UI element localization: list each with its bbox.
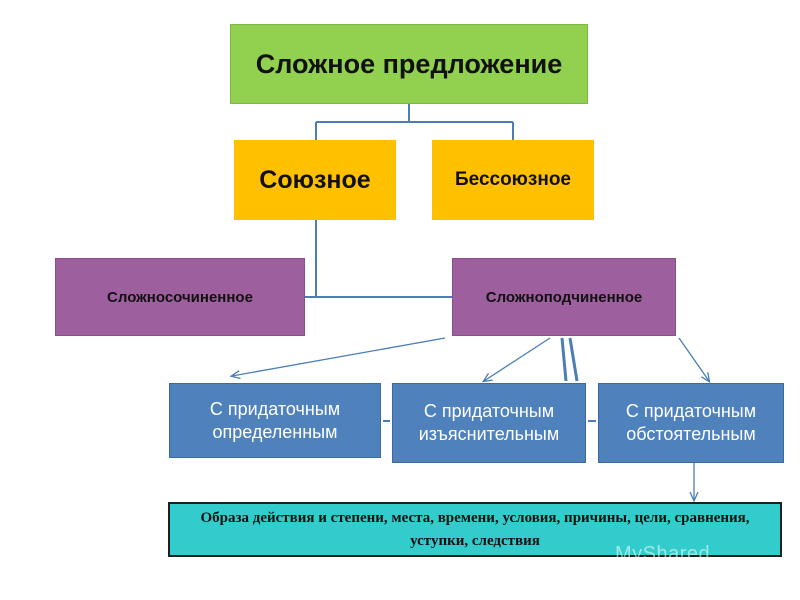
attributive-clause-label: С придаточным определенным	[209, 398, 341, 442]
root-connector	[315, 104, 514, 140]
complex-sentence-label: Сложное предложение	[255, 48, 563, 79]
non-conjunctive-label: Бессоюзное	[454, 169, 572, 190]
compound-sentence-node: Сложносочиненное	[55, 258, 305, 336]
watermark: MyShared	[615, 543, 711, 565]
subordinate-arrows	[232, 337, 709, 500]
soyuz-connector	[305, 220, 452, 298]
double-line	[560, 337, 579, 382]
conjunctive-node: Союзное	[234, 140, 396, 220]
explanatory-clause-label: С придаточным изъяснительным	[418, 401, 560, 444]
adverbial-clause-label: С придаточным обстоятельным	[625, 401, 757, 444]
complex-subordinate-node: Сложноподчиненное	[452, 258, 676, 336]
conjunctive-label: Союзное	[259, 165, 371, 194]
non-conjunctive-node: Бессоюзное	[432, 140, 594, 220]
attributive-clause-node: С придаточным определенным	[169, 383, 381, 458]
complex-sentence-node: Сложное предложение	[230, 24, 588, 104]
complex-subordinate-label: Сложноподчиненное	[485, 288, 643, 306]
adverbial-types-text: Образа действия и степени, места, времен…	[200, 509, 750, 549]
compound-sentence-label: Сложносочиненное	[107, 288, 253, 306]
adverbial-types-box: Образа действия и степени, места, времен…	[168, 502, 782, 557]
explanatory-clause-node: С придаточным изъяснительным	[392, 383, 586, 463]
adverbial-clause-node: С придаточным обстоятельным	[598, 383, 784, 463]
